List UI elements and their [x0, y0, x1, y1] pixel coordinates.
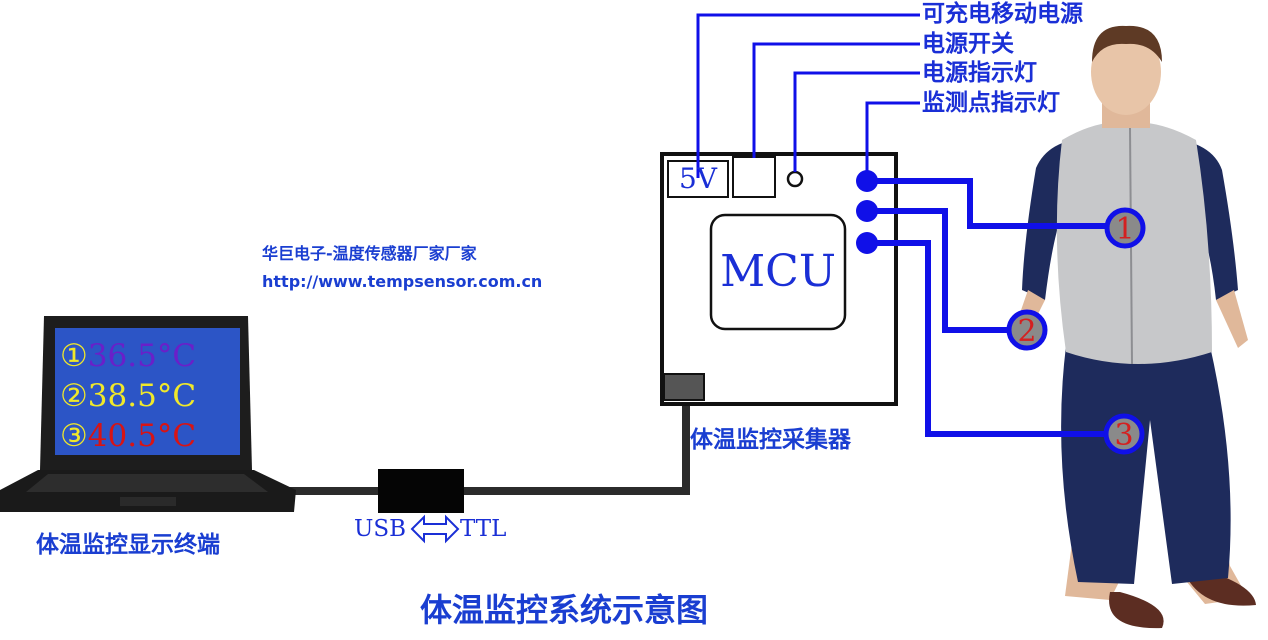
point-2: 2: [1006, 309, 1048, 351]
reading-2-unit: °C: [156, 378, 197, 414]
serial-port: [663, 373, 705, 401]
reading-1-value: 36.5: [87, 338, 157, 374]
laptop: [0, 316, 296, 512]
reading-row-1: ①36.5°C: [60, 336, 196, 376]
reading-2-index: ②: [60, 378, 88, 414]
reading-3-value: 40.5: [87, 418, 157, 454]
converter-box: [378, 469, 464, 513]
reading-row-2: ②38.5°C: [60, 376, 196, 416]
label-power-led: 电源指示灯: [922, 60, 1037, 86]
readings-list: ①36.5°C ②38.5°C ③40.5°C: [60, 336, 196, 456]
sensor-wires: [867, 178, 1108, 437]
point-3: 3: [1103, 413, 1145, 455]
leader-lines: [696, 13, 920, 178]
label-power-bank: 可充电移动电源: [922, 1, 1083, 27]
page-title: 体温监控系统示意图: [420, 591, 709, 629]
company-url: http://www.tempsensor.com.cn: [262, 272, 543, 291]
reading-1-unit: °C: [156, 338, 197, 374]
label-power-switch: 电源开关: [922, 31, 1014, 57]
power-led: [786, 170, 804, 188]
label-point-led: 监测点指示灯: [922, 90, 1060, 116]
reading-2-value: 38.5: [87, 378, 157, 414]
converter-usb: USB: [354, 516, 407, 542]
point-3-label: 3: [1114, 418, 1133, 453]
terminal-name: 体温监控显示终端: [36, 532, 220, 558]
point-1-label: 1: [1115, 212, 1134, 247]
point-1: 1: [1104, 207, 1146, 249]
mcu-block: [709, 213, 847, 331]
reading-3-unit: °C: [156, 418, 197, 454]
voltage-label: 5V: [678, 162, 718, 195]
mcu-label: MCU: [720, 246, 836, 297]
reading-3-index: ③: [60, 418, 88, 454]
probe-ports: [856, 170, 878, 254]
company-name: 华巨电子-温度传感器厂家厂家: [262, 244, 477, 263]
power-switch: [732, 156, 776, 198]
reading-1-index: ①: [60, 338, 88, 374]
point-2-label: 2: [1017, 314, 1036, 349]
usb-cable: [280, 398, 690, 495]
converter-ttl: TTL: [460, 516, 507, 542]
reading-row-3: ③40.5°C: [60, 416, 196, 456]
collector-name: 体温监控采集器: [690, 427, 851, 453]
double-arrow-icon: [410, 514, 460, 544]
